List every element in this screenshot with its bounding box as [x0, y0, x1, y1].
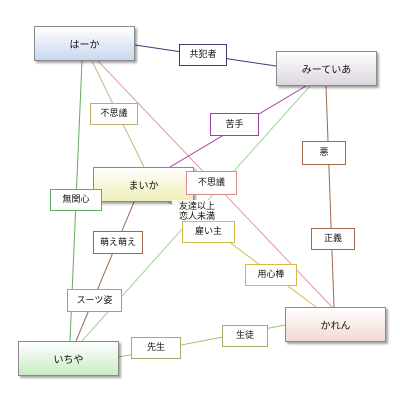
- edge-label-seito[interactable]: 生徒: [222, 325, 268, 347]
- edge-label-sensei[interactable]: 先生: [131, 337, 181, 359]
- edge-label-tomodachi[interactable]: 友達以上 恋人未満: [172, 200, 222, 224]
- edge-label-nigate[interactable]: 苦手: [210, 113, 259, 136]
- edge-maika-ichiya: [75, 201, 135, 342]
- edge-label-moemoe[interactable]: 萌え萌え: [93, 231, 143, 254]
- edge-label-yatoinushi[interactable]: 雇い主: [182, 221, 235, 243]
- node-maika-label: まいか: [128, 181, 159, 192]
- edge-label-aku[interactable]: 悪: [302, 141, 346, 165]
- edge-label-kyohansha[interactable]: 共犯者: [179, 44, 227, 66]
- edge-miteia-karen: [325, 85, 335, 308]
- node-maika[interactable]: まいか: [93, 167, 194, 202]
- node-ichiya[interactable]: いちや: [18, 341, 119, 376]
- edge-label-suutsu[interactable]: スーツ姿: [67, 289, 122, 312]
- node-karen-label: かれん: [320, 321, 351, 332]
- node-karen[interactable]: かれん: [285, 307, 386, 342]
- node-haaka[interactable]: はーか: [34, 26, 135, 61]
- edge-label-fushigi-haaka-karen[interactable]: 不思議: [186, 171, 237, 195]
- edge-label-seigi[interactable]: 正義: [311, 228, 355, 250]
- edge-label-mukanshin[interactable]: 無関心: [50, 189, 102, 211]
- node-ichiya-label: いちや: [53, 355, 84, 366]
- node-haaka-label: はーか: [69, 40, 100, 51]
- edge-label-youjinbou[interactable]: 用心棒: [245, 264, 297, 286]
- edge-label-fushigi-haaka-maika[interactable]: 不思議: [90, 103, 138, 125]
- node-miteia-label: みーていあ: [301, 65, 352, 76]
- node-miteia[interactable]: みーていあ: [276, 51, 377, 86]
